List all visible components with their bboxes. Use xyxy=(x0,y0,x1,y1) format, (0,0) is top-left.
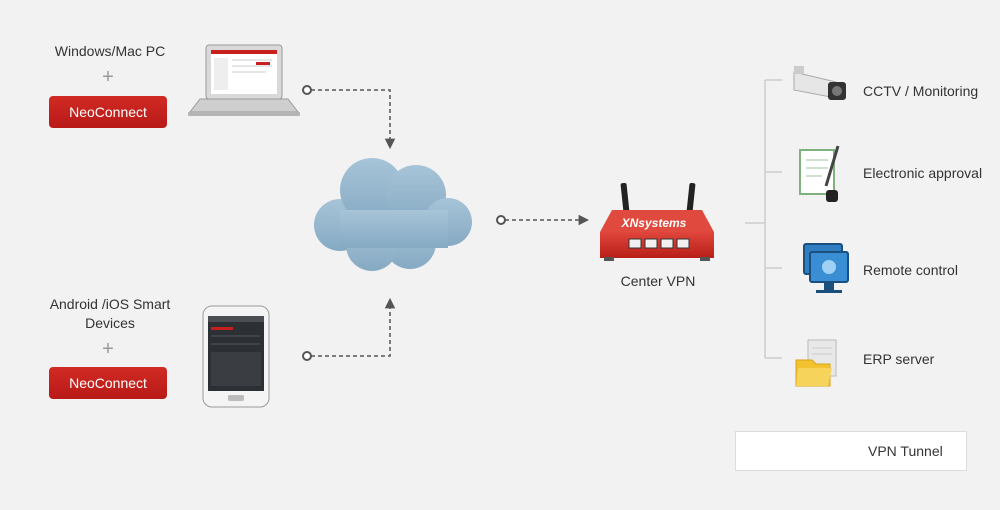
document-pen-icon xyxy=(799,145,840,202)
vpn-router-icon xyxy=(600,182,714,261)
monitor-icon xyxy=(803,243,849,293)
legend-box xyxy=(735,431,967,471)
mobile-client-title-line1: Android /iOS Smart xyxy=(49,296,171,312)
internet-cloud-icon xyxy=(314,158,472,271)
pc-neoconnect-badge: NeoConnect xyxy=(49,96,167,128)
center-vpn-label: Center VPN xyxy=(621,273,696,289)
router-brand-text: XNsystems xyxy=(621,216,687,230)
service-label-approval: Electronic approval xyxy=(863,165,983,181)
mobile-plus-sign: + xyxy=(102,338,114,360)
cctv-camera-icon xyxy=(793,66,846,100)
tunnel-connector-mobile-to-cloud xyxy=(302,297,396,361)
legend-label: VPN Tunnel xyxy=(868,443,943,459)
service-bracket xyxy=(745,79,782,359)
tunnel-connector-cloud-to-vpn xyxy=(496,214,590,226)
pc-client-title: Windows/Mac PC xyxy=(54,43,166,59)
mobile-client-title-line2: Devices xyxy=(85,315,135,331)
pc-plus-sign: + xyxy=(102,66,114,88)
tunnel-connector-pc-to-cloud xyxy=(302,85,396,150)
tablet-icon xyxy=(202,305,270,408)
laptop-icon xyxy=(188,44,300,116)
service-label-cctv: CCTV / Monitoring xyxy=(863,83,979,99)
service-label-remote: Remote control xyxy=(863,262,958,278)
service-label-erp: ERP server xyxy=(863,351,935,367)
mobile-neoconnect-badge: NeoConnect xyxy=(49,367,167,399)
folder-icon xyxy=(795,339,837,387)
